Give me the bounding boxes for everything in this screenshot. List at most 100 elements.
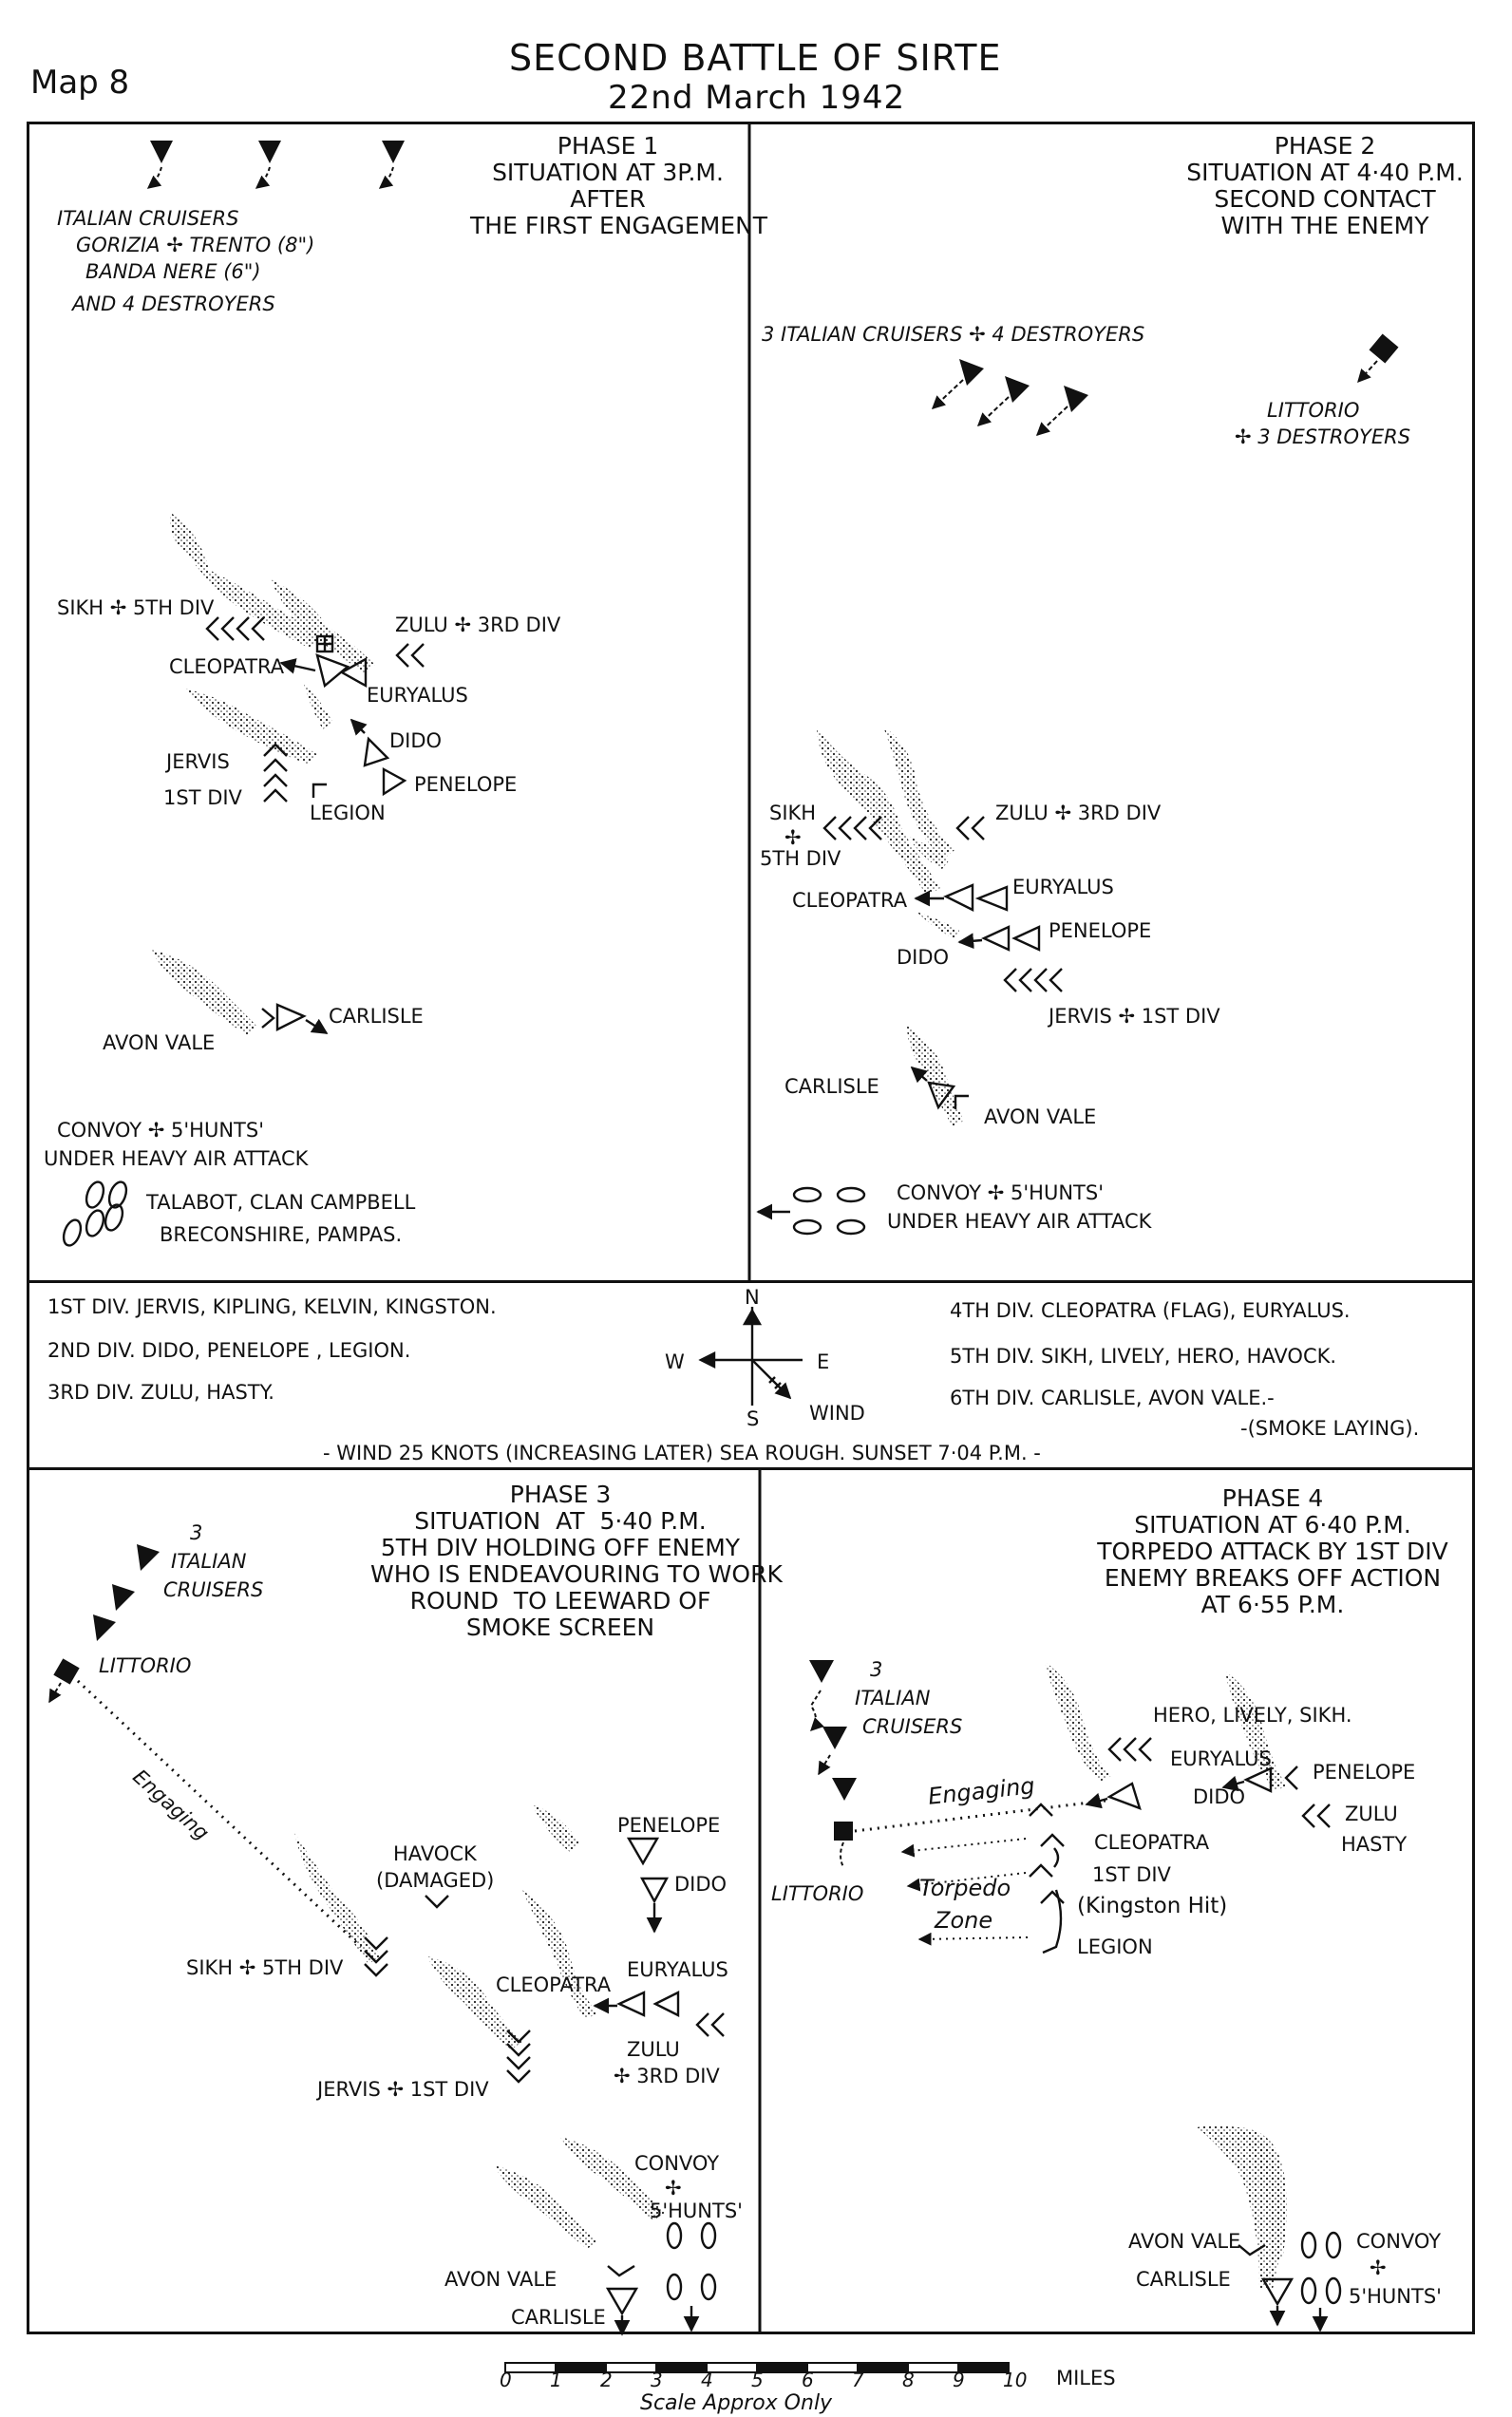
p2-littorio: LITTORIO	[1267, 399, 1360, 422]
italian-cruiser-icon	[258, 141, 281, 163]
scale-tick-label: 9	[953, 2369, 965, 2391]
p1-cleopatra: CLEOPATRA	[169, 655, 285, 678]
phase2-british-ships	[822, 816, 1063, 1110]
p3-zulu: ZULU	[627, 2038, 680, 2061]
phase4-header: PHASE 4 SITUATION AT 6·40 P.M. TORPEDO A…	[1097, 1484, 1448, 1618]
destroyer-chevrons-icon	[1003, 968, 1063, 992]
p2-cleopatra: CLEOPATRA	[792, 889, 908, 912]
p4-three: 3	[870, 1658, 883, 1681]
scale-tick-label: 5	[751, 2369, 764, 2391]
engaging-line	[854, 1799, 1106, 1833]
p1-avon-vale: AVON VALE	[103, 1031, 216, 1054]
key-div3: 3RD DIV. ZULU, HASTY.	[47, 1381, 274, 1404]
phase2-italian-ships	[931, 333, 1399, 436]
compass-n: N	[745, 1286, 760, 1309]
italian-cruiser-icon	[382, 141, 405, 163]
p1-zulu: ZULU ✢ 3RD DIV	[395, 614, 561, 636]
p4-hunts: 5'HUNTS'	[1349, 2285, 1442, 2308]
p3-three: 3	[190, 1521, 203, 1544]
key-div2: 2ND DIV. DIDO, PENELOPE , LEGION.	[47, 1339, 411, 1362]
p2-jervis: JERVIS ✢ 1ST DIV	[1049, 1005, 1220, 1028]
p4-penelope: PENELOPE	[1313, 1761, 1416, 1784]
destroyer-chevrons-icon	[364, 1936, 388, 1977]
p2-italian: 3 ITALIAN CRUISERS ✢ 4 DESTROYERS	[762, 323, 1145, 346]
p2-dido: DIDO	[897, 946, 950, 969]
p3-cruisers: CRUISERS	[163, 1578, 264, 1601]
p3-dido: DIDO	[674, 1873, 728, 1896]
p4-kingston: (Kingston Hit)	[1077, 1894, 1228, 1918]
p4-legion: LEGION	[1077, 1935, 1153, 1958]
battleship-icon	[1369, 333, 1399, 364]
p4-hero: HERO, LIVELY, SIKH.	[1153, 1704, 1352, 1727]
p2-sikh-amp: ✢	[784, 826, 802, 849]
p4-torpedo: Torpedo	[919, 1875, 1011, 1901]
destroyer-chevrons-icon	[822, 816, 882, 840]
cruiser-triangle-icon	[339, 656, 368, 689]
p3-cleopatra: CLEOPATRA	[496, 1973, 612, 1996]
p4-italian: ITALIAN	[855, 1687, 931, 1709]
phase1-convoy	[62, 1180, 128, 1247]
scale-note: Scale Approx Only	[640, 2391, 833, 2415]
scale-tick-label: 2	[600, 2369, 613, 2391]
battleship-icon	[834, 1822, 853, 1841]
p1-breconshire: BRECONSHIRE, PAMPAS.	[160, 1223, 403, 1246]
p1-sikh: SIKH ✢ 5TH DIV	[57, 596, 215, 619]
p2-penelope: PENELOPE	[1049, 919, 1152, 942]
p4-hasty: HASTY	[1341, 1833, 1408, 1856]
destroyer-chevrons-icon	[1107, 1737, 1152, 1762]
cruiser-triangle-icon	[315, 653, 350, 689]
p3-damaged: (DAMAGED)	[376, 1869, 495, 1892]
compass-s: S	[747, 1407, 760, 1430]
p1-destroyers: AND 4 DESTROYERS	[72, 293, 275, 315]
key-div6: 6TH DIV. CARLISLE, AVON VALE.-	[950, 1387, 1275, 1409]
p1-dido: DIDO	[389, 729, 443, 752]
compass-wind: WIND	[809, 1402, 865, 1425]
key-div5: 5TH DIV. SIKH, LIVELY, HERO, HAVOCK.	[950, 1345, 1337, 1368]
p3-havock: HAVOCK	[393, 1842, 477, 1865]
p4-zone: Zone	[935, 1907, 993, 1934]
compass-rose	[698, 1307, 803, 1406]
p1-penelope: PENELOPE	[414, 773, 518, 796]
cruiser-triangle-icon	[275, 1003, 307, 1031]
destroyer-chevrons-icon	[506, 2030, 531, 2084]
p4-cruisers: CRUISERS	[862, 1715, 963, 1738]
scale-tick-label: 0	[500, 2369, 512, 2391]
engaging-line	[76, 1679, 363, 1949]
p4-cleopatra: CLEOPATRA	[1094, 1831, 1210, 1854]
p4-littorio: LITTORIO	[771, 1882, 864, 1905]
map-date: 22nd March 1942	[608, 79, 906, 117]
destroyer-chevrons-icon	[263, 743, 288, 803]
p4-dido: DIDO	[1193, 1785, 1246, 1808]
p1-talabot: TALABOT, CLAN CAMPBELL	[146, 1191, 416, 1214]
cruiser-triangle-icon	[363, 736, 390, 767]
phase1-italian-cruisers-symbols	[146, 141, 405, 189]
p2-carlisle: CARLISLE	[784, 1075, 879, 1098]
torpedo-track	[900, 1838, 1027, 1858]
scale-tick-label: 10	[1003, 2369, 1028, 2391]
p2-sikh: SIKH	[769, 802, 817, 824]
destroyer-chevrons-icon	[955, 816, 985, 840]
scale-tick-label: 8	[902, 2369, 915, 2391]
phase3-british-ships	[364, 1837, 725, 2336]
compass-w: W	[665, 1350, 685, 1373]
p4-convoy: CONVOY	[1356, 2230, 1442, 2253]
compass-e: E	[817, 1350, 830, 1373]
p4-convoy-amp: ✢	[1370, 2256, 1387, 2279]
p2-avon-vale: AVON VALE	[984, 1105, 1097, 1128]
torpedo-track	[917, 1932, 1029, 1946]
phase3-italian-ships	[48, 1544, 363, 1949]
italian-cruiser-icon	[150, 141, 173, 163]
phase3-smoke-screen	[294, 1804, 665, 2249]
key-weather: - WIND 25 KNOTS (INCREASING LATER) SEA R…	[323, 1442, 1041, 1464]
scale-tick-label: 4	[701, 2369, 713, 2391]
scale-tick-label: 7	[852, 2369, 864, 2391]
phase1-header: PHASE 1 SITUATION AT 3P.M. AFTER THE FIR…	[470, 132, 768, 239]
phase4-convoy	[1300, 2231, 1342, 2332]
p4-euryalus: EURYALUS	[1170, 1747, 1272, 1770]
destroyer-chevrons-icon	[1301, 1803, 1331, 1828]
p3-littorio: LITTORIO	[99, 1654, 192, 1677]
p2-convoy: CONVOY ✢ 5'HUNTS'	[897, 1181, 1104, 1204]
p1-euryalus: EURYALUS	[367, 684, 468, 707]
p3-convoy-amp: ✢	[665, 2177, 682, 2200]
